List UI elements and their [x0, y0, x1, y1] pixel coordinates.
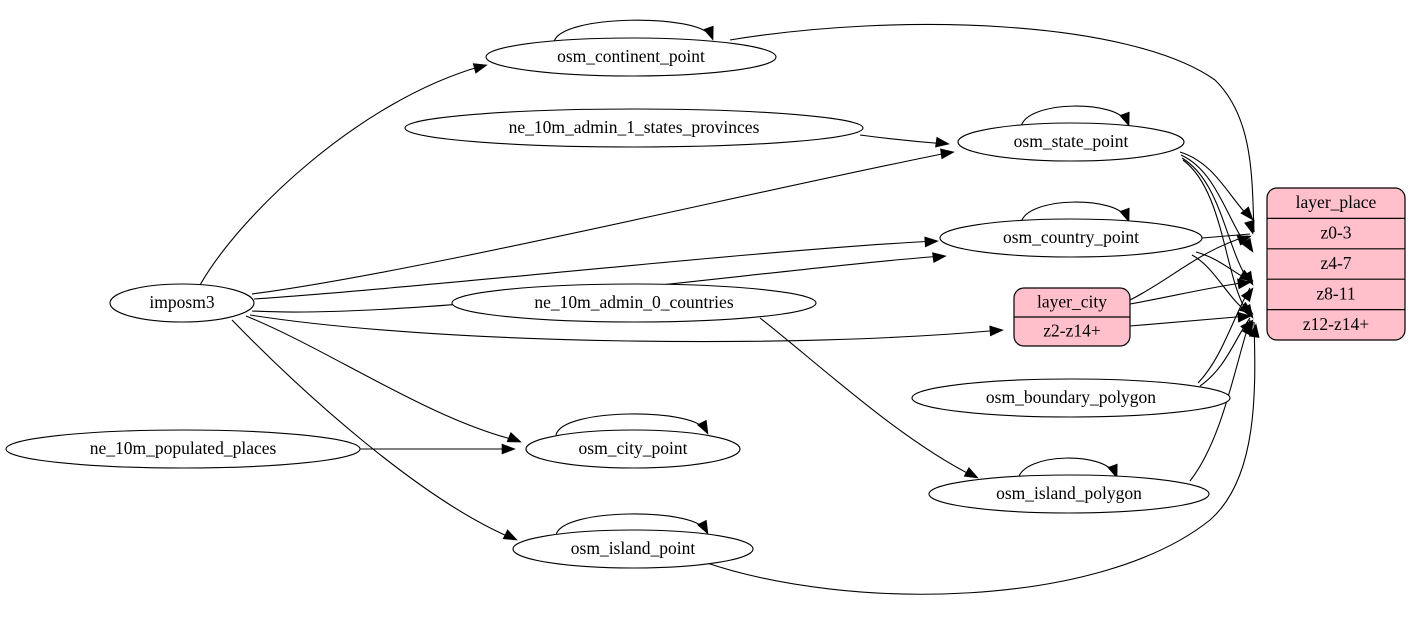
edge-osm_island_polygon-to-layer_place — [1189, 319, 1251, 482]
arrowhead-16 — [1239, 301, 1254, 315]
node-osm_country_point[interactable]: osm_country_point — [939, 218, 1203, 258]
arrowhead-1 — [940, 148, 955, 160]
arrowhead-5 — [506, 431, 522, 443]
arrowhead-9 — [963, 466, 979, 479]
self-loop-osm_city_point — [555, 413, 705, 436]
node-label-ne_10m_admin_1_states_provinces: ne_10m_admin_1_states_provinces — [509, 117, 760, 137]
arrowhead-self-loop-osm_island_point — [696, 519, 709, 535]
edge-osm_continent_point-to-layer_place — [729, 23, 1255, 233]
record-nodes-layer: layer_city z2-z14+ layer_place z0-3 z4-7 z8-1… — [1013, 187, 1406, 347]
node-label-osm_island_polygon: osm_island_polygon — [996, 483, 1142, 503]
record-row-layer_city-1[interactable]: z2-z14+ — [1043, 321, 1101, 341]
node-label-osm_island_point: osm_island_point — [571, 538, 696, 558]
arrowhead-8 — [935, 136, 950, 148]
ellipse-nodes-layer: imposm3 ne_10m_populated_places ne_10m_adm… — [5, 37, 1231, 569]
node-label-imposm3: imposm3 — [149, 292, 214, 312]
record-row-layer_city-0[interactable]: layer_city — [1037, 292, 1107, 312]
edge-osm_country_point-to-layer_place — [1201, 233, 1251, 239]
node-label-osm_continent_point: osm_continent_point — [557, 46, 705, 66]
node-osm_continent_point[interactable]: osm_continent_point — [485, 37, 777, 77]
edge-imposm3-to-osm_state_point — [251, 151, 953, 295]
arrowhead-self-loop-osm_island_polygon — [1107, 463, 1118, 479]
node-ne_10m_admin_0_countries[interactable]: ne_10m_admin_0_countries — [451, 283, 817, 323]
edge-imposm3-to-osm_city_point — [245, 315, 520, 442]
arrowhead-self-loop-osm_city_point — [696, 419, 709, 435]
node-shape-ne_10m_admin_1_states_provinces — [404, 108, 864, 148]
arrowhead-12 — [1241, 237, 1254, 253]
node-label-ne_10m_admin_0_countries: ne_10m_admin_0_countries — [534, 292, 733, 312]
arrowhead-self-loop-osm_state_point — [1119, 111, 1130, 127]
arrowheads-layer — [472, 25, 1260, 541]
edge-osm_state_point-to-layer_place — [1179, 151, 1251, 219]
arrowhead-self-loop-osm_country_point — [1119, 207, 1130, 223]
node-osm_state_point[interactable]: osm_state_point — [957, 122, 1185, 162]
arrowhead-3 — [932, 252, 947, 264]
arrowhead-19 — [1237, 311, 1252, 323]
node-shape-osm_island_polygon — [928, 474, 1210, 514]
node-osm_boundary_polygon[interactable]: osm_boundary_polygon — [911, 378, 1231, 418]
node-shape-osm_city_point — [525, 429, 741, 469]
record-node-layer_place[interactable]: layer_place z0-3 z4-7 z8-11 z12-z14+ — [1266, 187, 1406, 341]
edge-layer_city-to-layer_place — [1129, 315, 1249, 327]
node-ne_10m_populated_places[interactable]: ne_10m_populated_places — [5, 429, 361, 469]
node-shape-imposm3 — [109, 283, 255, 323]
edge-layer_city-to-layer_place — [1129, 281, 1249, 305]
arrowhead-7 — [501, 443, 516, 455]
edge-imposm3-to-layer_city — [249, 314, 1001, 343]
node-osm_city_point[interactable]: osm_city_point — [525, 429, 741, 469]
node-label-osm_boundary_polygon: osm_boundary_polygon — [986, 387, 1156, 407]
node-ne_10m_admin_1_states_provinces[interactable]: ne_10m_admin_1_states_provinces — [404, 108, 864, 148]
arrowhead-22 — [1241, 321, 1254, 337]
node-label-osm_city_point: osm_city_point — [579, 438, 688, 458]
node-shape-osm_boundary_polygon — [911, 378, 1231, 418]
edge-osm_state_point-to-layer_place — [1182, 159, 1251, 317]
node-osm_island_point[interactable]: osm_island_point — [512, 529, 754, 569]
record-box-layer_place — [1266, 187, 1406, 341]
self-loop-osm_island_point — [555, 513, 705, 536]
arrowhead-6 — [502, 529, 518, 541]
edge-osm_island_point-to-layer_place — [703, 321, 1256, 595]
edge-ne_10m_admin_1_states_provinces-to-osm_state_point — [859, 134, 947, 145]
arrowhead-11 — [1240, 206, 1254, 221]
record-row-layer_place-2[interactable]: z4-7 — [1320, 253, 1351, 273]
edge-osm_state_point-to-layer_place — [1181, 157, 1251, 284]
arrowhead-0 — [472, 63, 488, 74]
record-row-layer_place-3[interactable]: z8-11 — [1316, 283, 1355, 303]
node-shape-osm_state_point — [957, 122, 1185, 162]
node-shape-ne_10m_populated_places — [5, 429, 361, 469]
arrowhead-10 — [1244, 219, 1255, 235]
edge-imposm3-to-osm_continent_point — [199, 65, 483, 286]
edge-osm_boundary_polygon-to-layer_place — [1197, 287, 1251, 384]
arrowhead-18 — [1237, 278, 1252, 290]
node-label-osm_state_point: osm_state_point — [1014, 131, 1129, 151]
node-shape-osm_country_point — [939, 218, 1203, 258]
node-shape-osm_continent_point — [485, 37, 777, 77]
self-loop-osm_continent_point — [553, 19, 711, 43]
node-label-ne_10m_populated_places: ne_10m_populated_places — [90, 438, 277, 458]
edge-imposm3-to-osm_country_point — [253, 240, 936, 300]
record-row-layer_place-4[interactable]: z12-z14+ — [1303, 314, 1369, 334]
arrowhead-17 — [1236, 235, 1252, 246]
node-label-osm_country_point: osm_country_point — [1003, 227, 1139, 247]
edge-layer_city-to-layer_place — [1129, 235, 1249, 301]
node-imposm3[interactable]: imposm3 — [109, 283, 255, 323]
arrowhead-20 — [1240, 287, 1254, 303]
edge-ne_10m_admin_0_countries-to-osm_island_polygon — [759, 317, 976, 478]
record-row-layer_place-0[interactable]: layer_place — [1296, 192, 1377, 212]
arrowhead-15 — [1238, 269, 1254, 282]
arrowhead-2 — [924, 236, 939, 248]
record-row-layer_place-1[interactable]: z0-3 — [1320, 223, 1351, 243]
arrowhead-4 — [989, 325, 1004, 337]
node-shape-osm_island_point — [512, 529, 754, 569]
arrowhead-23 — [1248, 323, 1260, 338]
edge-imposm3-to-osm_island_point — [231, 319, 515, 540]
arrowhead-self-loop-osm_continent_point — [703, 25, 714, 41]
node-shape-ne_10m_admin_0_countries — [451, 283, 817, 323]
record-node-layer_city[interactable]: layer_city z2-z14+ — [1013, 287, 1131, 347]
node-osm_island_polygon[interactable]: osm_island_polygon — [928, 474, 1210, 514]
